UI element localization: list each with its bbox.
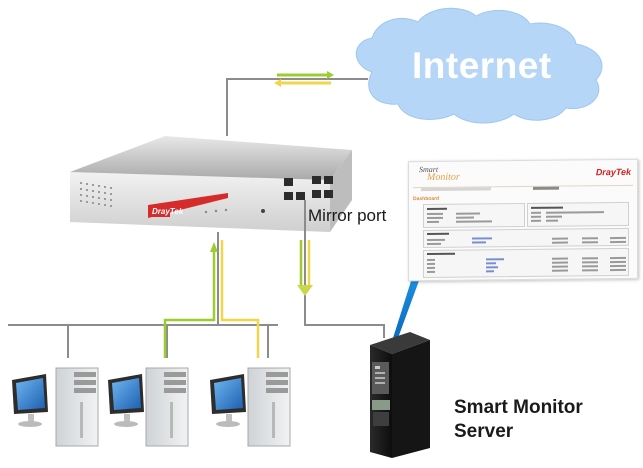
monitor-beam (393, 278, 420, 338)
client-pc-1 (12, 367, 99, 447)
internet-label: Internet (412, 45, 552, 86)
server-label-line2: Server (454, 421, 514, 442)
hardware-resources-panel (423, 247, 629, 279)
svg-text:DrayTek: DrayTek (152, 207, 184, 216)
screenshot-header: Smart Monitor DrayTek (413, 162, 633, 189)
client-pc-2 (108, 367, 189, 447)
server-label-line1: Smart Monitor (454, 397, 583, 418)
system-stat-panel (423, 202, 525, 229)
router-ports (284, 176, 333, 200)
smart-monitor-screenshot: Smart Monitor DrayTek Dashboard (408, 158, 638, 282)
server-label: Smart Monitor Server (454, 396, 583, 444)
draytek-logo: DrayTek (595, 166, 631, 178)
screenshot-nav (413, 186, 633, 193)
lan-bus (8, 232, 278, 358)
draytek-router: DrayTek (70, 136, 352, 232)
memory-usage-panel (423, 227, 629, 249)
wan-link (226, 71, 368, 136)
client-pc-3 (210, 367, 291, 447)
screenshot-page-title: Dashboard (413, 195, 440, 203)
smart-monitor-logo-line2: Monitor (427, 171, 460, 184)
hardware-info-panel (527, 201, 629, 227)
smart-monitor-server (370, 332, 430, 458)
internet-cloud (355, 7, 603, 124)
mirror-port-label: Mirror port (308, 206, 387, 225)
mirror-link (297, 200, 385, 338)
